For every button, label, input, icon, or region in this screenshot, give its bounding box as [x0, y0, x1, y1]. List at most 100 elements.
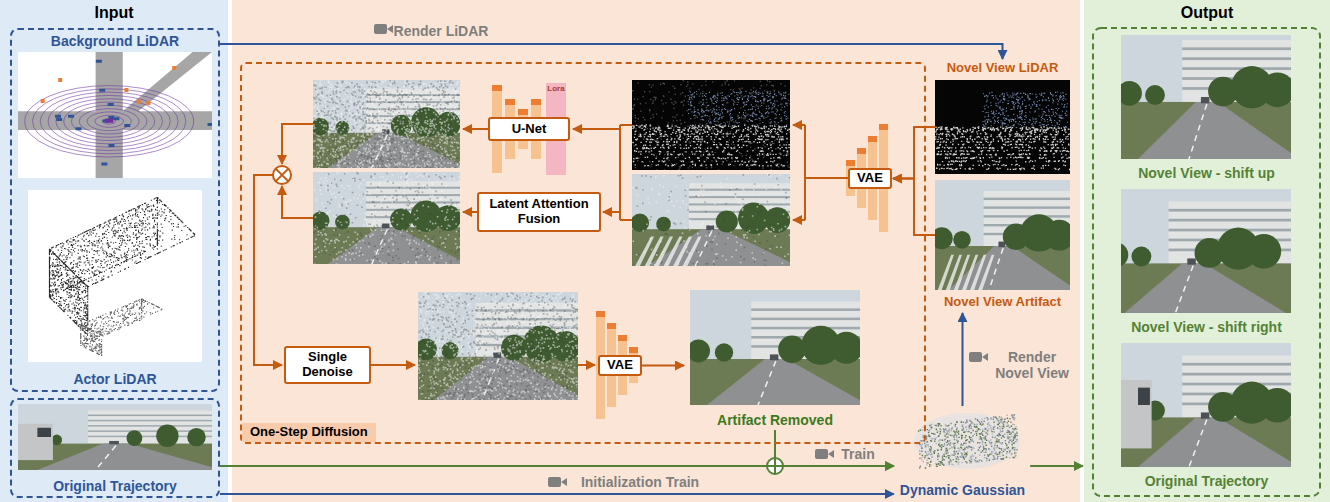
gaussian-points: [919, 414, 1018, 469]
building-window-band: [1182, 67, 1291, 70]
road: [37, 444, 212, 470]
encoder-box: VAE: [848, 168, 892, 189]
gaussian-points: [918, 415, 1018, 466]
process-label: VAE: [607, 358, 633, 373]
image-node: Artifact Removed: [685, 288, 865, 430]
panel-title: Output: [1181, 4, 1233, 22]
street-photo: [18, 404, 212, 470]
camera-body: [969, 352, 982, 362]
network-layer-cap: [518, 109, 528, 115]
edge-label: Render LiDAR: [394, 23, 489, 39]
flow-arrow: [793, 124, 805, 126]
car: [1187, 258, 1196, 264]
grass: [1121, 263, 1291, 313]
lane-marking: [96, 446, 116, 470]
building-window-band: [751, 318, 860, 321]
network-layer-cap: [505, 99, 515, 105]
trajectory-input-group: Original Trajectory: [10, 398, 220, 498]
road: [1138, 417, 1291, 467]
tree: [390, 208, 412, 230]
building-window-band: [88, 425, 212, 427]
truck: [18, 424, 53, 460]
building-window-band: [689, 196, 790, 198]
flow-arrow: [463, 211, 478, 213]
car: [998, 242, 1005, 248]
gaussian-splat-blob: [914, 413, 1020, 469]
module-title: One-Step Diffusion: [242, 423, 376, 442]
lidar-projection: [632, 80, 790, 170]
connector-arrow: [775, 430, 894, 466]
lidar-background: [935, 80, 1070, 174]
map-background: [18, 52, 212, 178]
edge-label: Initialization Train: [581, 474, 699, 490]
tree: [1131, 247, 1151, 267]
network-layer-cap: [618, 335, 627, 341]
car: [1201, 412, 1210, 418]
camera-lens: [561, 478, 567, 486]
lidar-map: [18, 52, 212, 178]
tree: [187, 428, 205, 446]
image-caption: Novel View Artifact: [944, 295, 1061, 310]
car: [770, 354, 779, 360]
tree: [715, 343, 733, 361]
diffusion-module: One-Step DiffusionU-NetLatent Attention …: [240, 62, 926, 444]
connector-arrow: [962, 313, 964, 406]
building-window-band: [984, 198, 1070, 200]
image-noise: [314, 172, 461, 264]
image-noise: [313, 80, 460, 168]
lidar-ring: [87, 112, 131, 131]
building-window-band: [1182, 363, 1291, 366]
lidar-points: [632, 124, 790, 166]
street-photo: [690, 290, 860, 405]
camera-lens: [982, 353, 988, 361]
actor-points: [80, 298, 162, 356]
flow-arrow: [793, 219, 805, 221]
tree: [830, 332, 860, 364]
connector-arrow: [220, 44, 1003, 59]
camera-icon: [969, 352, 988, 362]
image-noise: [632, 174, 790, 266]
building-window-band: [984, 215, 1070, 217]
decoder-box: VAE: [598, 355, 642, 376]
network-layer-cap: [607, 323, 616, 329]
building-window-band: [1182, 373, 1291, 376]
building-window-band: [751, 327, 860, 330]
render-artifact-streaks: [635, 237, 701, 266]
building-window-band: [1169, 209, 1291, 212]
lidar-ring: [79, 109, 139, 134]
tree: [953, 231, 971, 249]
network-layer-cap: [879, 124, 888, 130]
gaussian-points: [918, 415, 1018, 469]
process-label: Latent Attention Fusion: [483, 197, 595, 227]
camera-body: [374, 24, 387, 34]
building-window-band: [1182, 47, 1291, 50]
vehicle-box: [55, 60, 212, 166]
image-caption: Background LiDAR: [51, 33, 179, 49]
edge-group: [220, 44, 1083, 494]
truck-window: [1138, 388, 1150, 405]
tree: [738, 203, 769, 234]
edge-label: Train: [841, 446, 874, 462]
cloud-background: [28, 190, 202, 362]
edge-label: Render Novel View: [990, 349, 1074, 381]
flow-line: [620, 124, 632, 126]
connector-arrow: [1030, 465, 1083, 467]
lane-marking: [695, 231, 712, 266]
network-layer-cap: [596, 311, 605, 317]
actor-point-cloud: [28, 190, 202, 362]
tree: [764, 207, 790, 233]
connector-arrow: [220, 493, 894, 495]
camera-body: [548, 477, 561, 487]
map-marker: [41, 66, 177, 105]
camera-lens: [828, 450, 834, 458]
add-cross: [768, 459, 782, 473]
truck-window: [37, 428, 51, 437]
output-panel-fill: [1084, 0, 1330, 502]
building-window-band: [88, 420, 212, 422]
building-window-band: [1169, 219, 1291, 222]
gaussian-scene: [914, 413, 1020, 469]
street-photo: [935, 180, 1070, 290]
road: [707, 359, 860, 405]
